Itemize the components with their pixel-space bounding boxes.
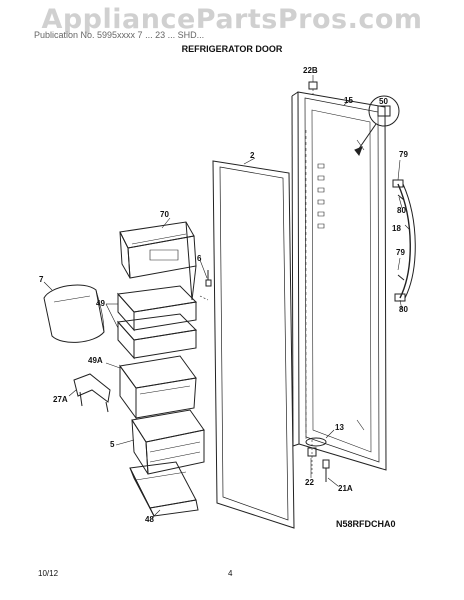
door-handle [393,180,415,301]
callout-48: 48 [145,515,154,524]
callout-7: 7 [39,275,44,284]
door-gasket [213,161,294,528]
callout-6: 6 [197,254,202,263]
part-27A-bin-handle [74,374,110,412]
callout-27A: 27A [53,395,68,404]
part-5-shelf-assembly [132,410,204,474]
part-49A-door-bin [120,356,196,418]
callout-22: 22 [305,478,314,487]
footer-page-number: 4 [228,569,233,578]
publication-subhead: Publication No. 5995xxxx 7 ... 23 ... SH… [34,30,205,40]
part-49-door-shelves [118,286,208,358]
callout-15: 15 [344,96,353,105]
footer-date: 10/12 [38,569,59,578]
callout-70: 70 [160,210,169,219]
page-title: REFRIGERATOR DOOR [181,44,283,54]
bottom-hinge-parts [306,438,329,482]
callout-18: 18 [392,224,401,233]
callout-49: 49 [96,299,105,308]
watermark: AppliancePartsPros.com [41,4,423,35]
part-6-clip [206,270,211,286]
callout-49A: 49A [88,356,103,365]
leader-lines [44,75,410,518]
callout-50: 50 [379,97,388,106]
callout-80-top: 80 [397,206,406,215]
part-70-door-bin [120,222,196,300]
callout-13: 13 [335,423,344,432]
callout-80-bottom: 80 [399,305,408,314]
part-50-detail-circle [355,96,399,155]
part-7-dairy-cover [44,285,104,342]
model-code: N58RFDCHA0 [336,519,396,529]
callout-79-bottom: 79 [396,248,405,257]
callout-5: 5 [110,440,115,449]
callout-21A: 21A [338,484,353,493]
callout-22B: 22B [303,66,318,75]
door-panel [292,92,386,470]
callout-79-top: 79 [399,150,408,159]
callout-2: 2 [250,151,255,160]
